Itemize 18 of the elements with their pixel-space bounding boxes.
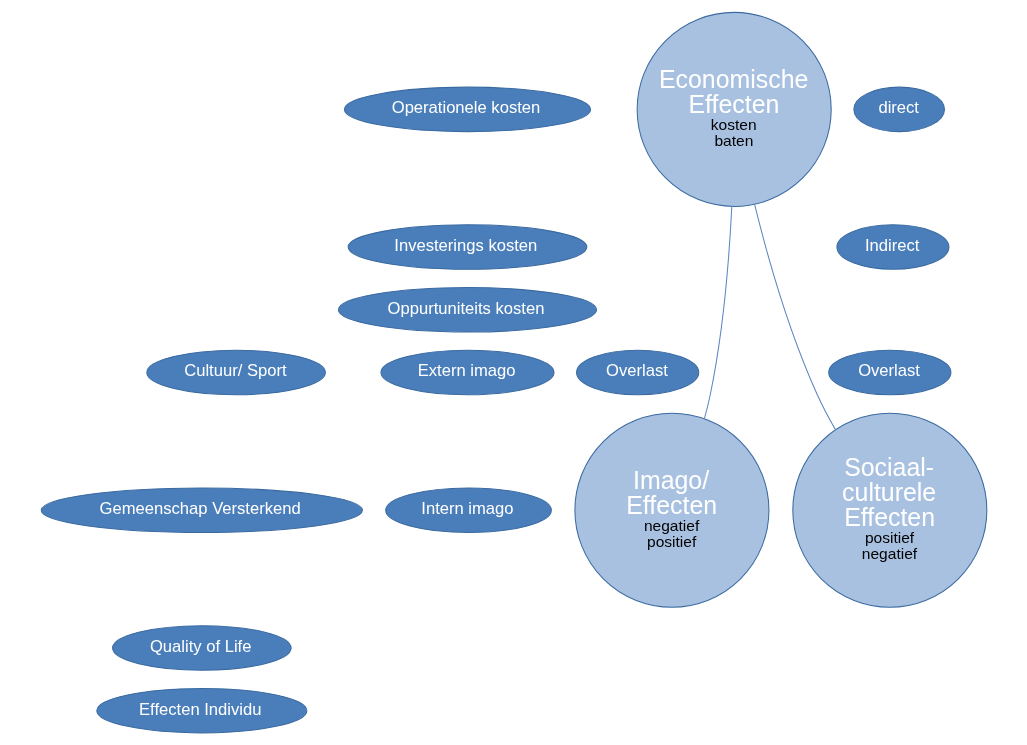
- connector: [703, 206, 732, 420]
- node-ellipse: Indirect: [835, 224, 949, 270]
- node-ellipse: Gemeenschap Versterkend: [40, 487, 363, 533]
- node-circle: Imago/ Effecten negatief positief: [573, 412, 769, 608]
- node-ellipse: Oppurtuniteits kosten: [337, 287, 597, 333]
- node-circle: Economische Effecten kosten baten: [636, 11, 832, 207]
- node-circle: Sociaal- culturele Effecten positief negatief: [791, 412, 987, 608]
- node-ellipse: Operationele kosten: [343, 86, 591, 133]
- node-ellipse: Overlast: [575, 349, 699, 396]
- node-ellipse: Extern imago: [379, 349, 555, 396]
- node-ellipse: Intern imago: [384, 487, 552, 533]
- node-ellipse: Cultuur/ Sport: [145, 349, 326, 396]
- node-ellipse: Overlast: [827, 349, 951, 396]
- connector: [753, 203, 836, 431]
- node-ellipse: Effecten Individu: [95, 687, 307, 734]
- node-ellipse: Investerings kosten: [347, 224, 587, 270]
- node-ellipse: direct: [852, 86, 945, 133]
- node-ellipse: Quality of Life: [111, 625, 292, 671]
